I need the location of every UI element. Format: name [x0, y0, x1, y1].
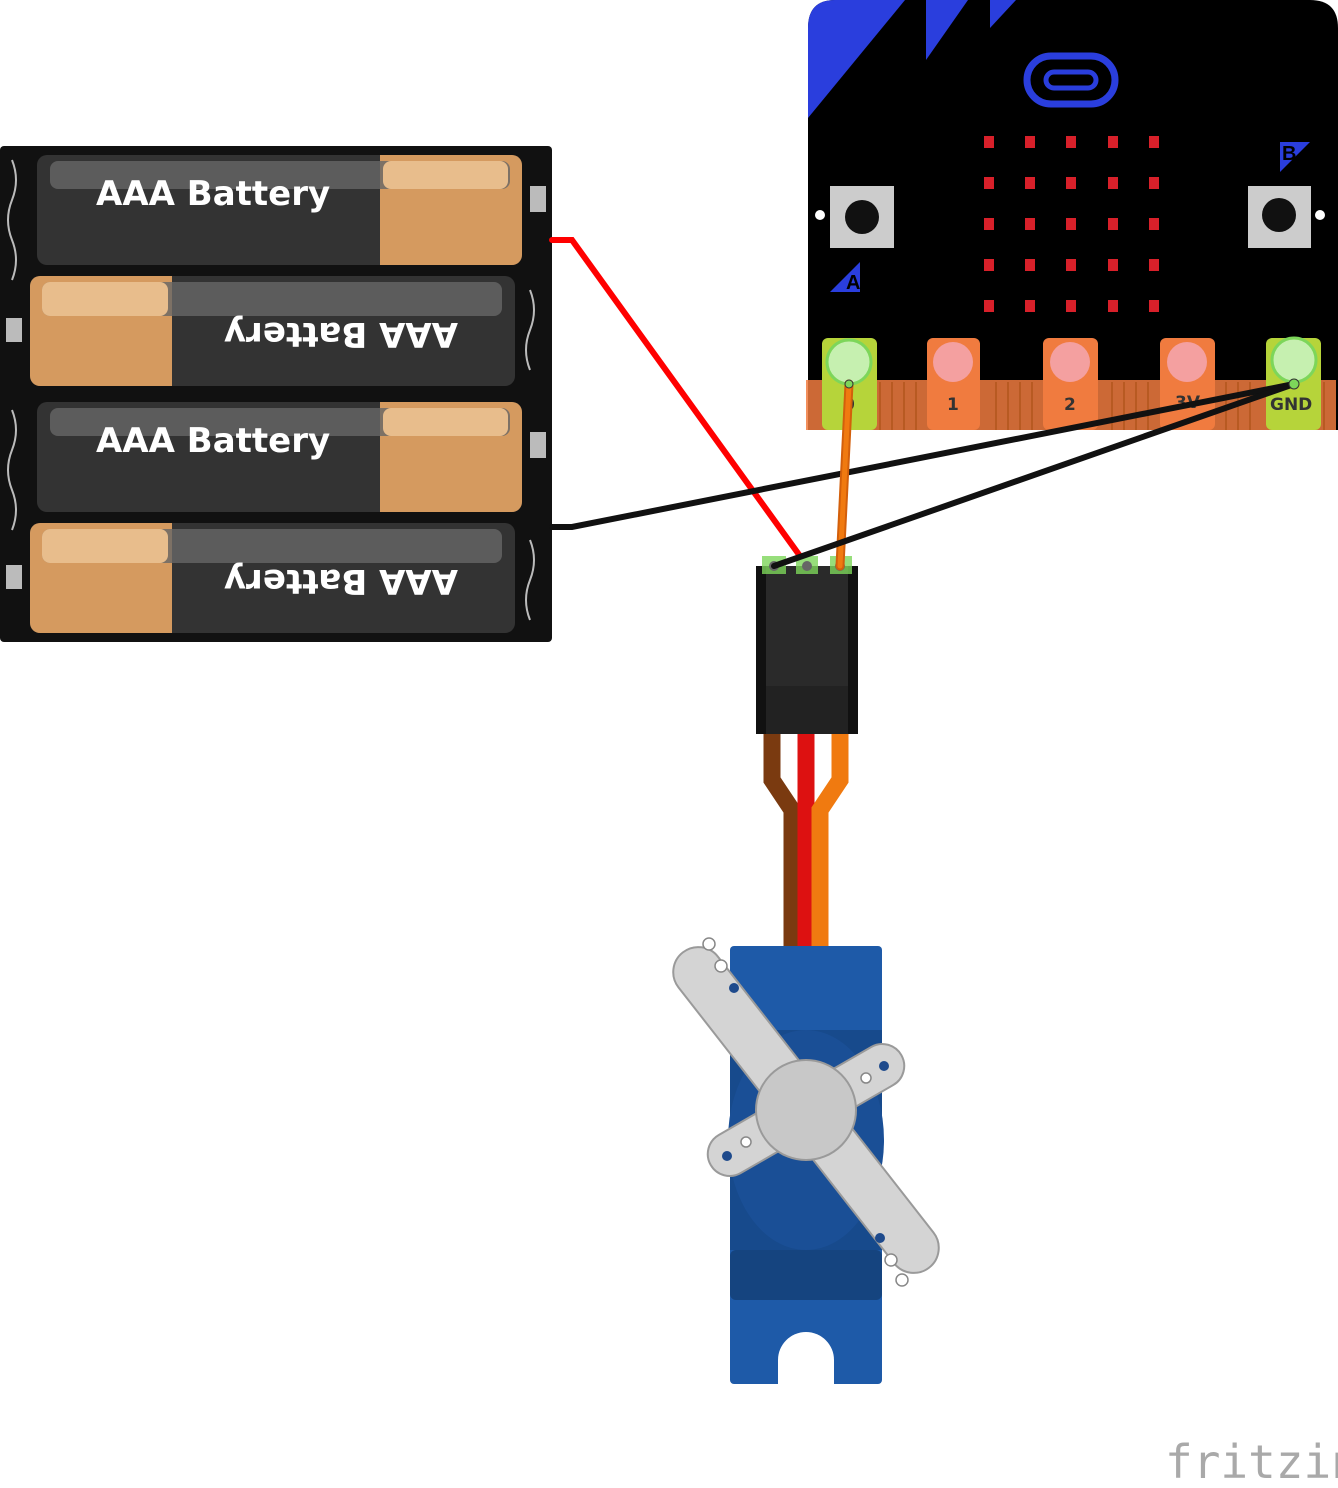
microbit-corner-accent	[808, 0, 905, 118]
wire-battery-minus[interactable]	[549, 381, 1297, 530]
battery-cell: AAA Battery	[30, 523, 515, 633]
battery-label: AAA Battery	[224, 561, 458, 601]
button-b[interactable]: B	[1248, 142, 1325, 248]
pin-1-label: 1	[947, 395, 959, 415]
pin-2-label: 2	[1064, 395, 1076, 415]
pin-gnd-label: GND	[1270, 395, 1312, 415]
battery-cell: AAA Battery	[37, 155, 522, 265]
button-b-label: B	[1282, 143, 1296, 165]
battery-label: AAA Battery	[224, 314, 458, 354]
pin-1[interactable]: 1	[927, 338, 980, 430]
battery-cell: AAA Battery	[30, 276, 515, 386]
servo-leads	[763, 734, 849, 960]
button-a[interactable]: A	[815, 186, 894, 294]
wire-servo-ground[interactable]	[771, 381, 1297, 569]
battery-cell: AAA Battery	[37, 402, 522, 512]
battery-label: AAA Battery	[96, 421, 330, 461]
servo-connector[interactable]	[756, 556, 858, 734]
pin-2[interactable]: 2	[1043, 338, 1098, 430]
battery-label: AAA Battery	[96, 174, 330, 214]
servo-horn[interactable]	[663, 937, 949, 1287]
button-a-label: A	[846, 272, 860, 294]
battery-pack: AAA Battery AAA Battery AAA Battery	[0, 146, 552, 642]
wire-battery-plus[interactable]	[549, 237, 803, 559]
wires	[549, 237, 1300, 571]
microbit-board: A B 0 1	[806, 0, 1338, 430]
microbit-logo-icon	[1023, 52, 1119, 108]
led-matrix	[984, 136, 1159, 312]
servo-motor	[663, 556, 949, 1388]
fritzing-brand: fritzing	[1165, 1435, 1338, 1488]
